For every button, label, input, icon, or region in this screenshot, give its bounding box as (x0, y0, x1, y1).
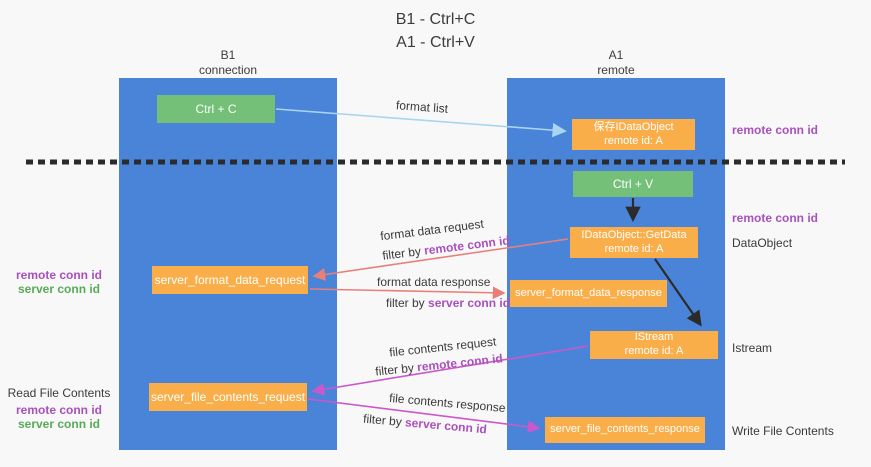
label-filter-file-response-key: server conn id (404, 415, 488, 437)
annotation-istream: Istream (732, 341, 773, 355)
label-filter-format-response: filter by server conn id (386, 296, 510, 310)
box-server-format-data-request-label: server_format_data_request (154, 272, 306, 287)
lane-header-b1: B1 connection (119, 48, 337, 78)
diagram-title-line2: A1 - Ctrl+V (396, 34, 475, 52)
box-save-idataobject-line2: remote id: A (604, 134, 663, 147)
annotation-file-conn-ids: remote conn id server conn id (0, 403, 118, 431)
lane-a1-title: A1 (608, 48, 624, 62)
annotation-left-remote-conn-id-1: remote conn id (15, 268, 102, 282)
annotation-read-file-contents: Read File Contents (7, 386, 111, 400)
box-istream-line1: IStream (634, 331, 674, 344)
diagram-title: B1 - Ctrl+C A1 - Ctrl+V (0, 8, 871, 54)
annotation-dataobject: DataObject (732, 236, 793, 250)
label-filter-file-response: filter by server conn id (363, 412, 488, 437)
box-ctrl-c-label: Ctrl + C (195, 101, 237, 116)
box-ctrl-v-label: Ctrl + V (612, 176, 654, 191)
label-filter-format-response-key: server conn id (428, 296, 511, 310)
annotation-remote-conn-id-mid: remote conn id (732, 211, 819, 225)
box-server-file-contents-response: server_file_contents_response (545, 417, 705, 443)
box-istream: IStream remote id: A (590, 331, 718, 359)
label-format-list: format list (395, 98, 449, 116)
box-idataobject-getdata-line1: IDataObject::GetData (581, 228, 687, 241)
lane-b1-subtitle: connection (198, 63, 258, 77)
annotation-write-file-contents: Write File Contents (732, 424, 834, 438)
label-filter-format-request-prefix: filter by (381, 243, 426, 263)
box-ctrl-c: Ctrl + C (157, 95, 275, 123)
box-server-format-data-request: server_format_data_request (152, 266, 308, 294)
box-server-file-contents-response-label: server_file_contents_response (550, 423, 700, 436)
annotation-left-server-conn-id-2: server conn id (17, 417, 101, 431)
label-format-data-response: format data response (377, 275, 491, 289)
annotation-left-server-conn-id-1: server conn id (17, 282, 101, 296)
arrow-format-data-response (309, 286, 506, 300)
annotation-left-remote-conn-id-2: remote conn id (15, 403, 102, 417)
box-idataobject-getdata: IDataObject::GetData remote id: A (570, 227, 698, 258)
box-server-file-contents-request-label: server_file_contents_request (150, 389, 306, 404)
box-idataobject-getdata-line2: remote id: A (604, 242, 664, 255)
lane-b1-title: B1 (220, 48, 236, 62)
box-istream-line2: remote id: A (624, 345, 684, 357)
box-server-format-data-response: server_format_data_response (510, 280, 667, 307)
label-file-contents-response: file contents response (388, 390, 507, 416)
annotation-remote-conn-id-top: remote conn id (732, 123, 819, 137)
box-save-idataobject-line1: 保存IDataObject (593, 120, 674, 133)
annotation-format-conn-ids: remote conn id server conn id (0, 268, 118, 296)
box-ctrl-v: Ctrl + V (573, 171, 693, 197)
lane-header-a1: A1 remote (507, 48, 725, 78)
label-filter-file-request-prefix: filter by (374, 360, 418, 379)
box-server-format-data-response-label: server_format_data_response (515, 286, 662, 299)
label-filter-file-response-prefix: filter by (362, 411, 406, 430)
label-filter-format-response-prefix: filter by (386, 296, 429, 310)
box-save-idataobject: 保存IDataObject remote id: A (572, 119, 695, 150)
label-filter-format-request-key: remote conn id (423, 233, 511, 258)
box-server-file-contents-request: server_file_contents_request (149, 383, 307, 411)
lane-a1-subtitle: remote (597, 63, 635, 77)
diagram-title-line1: B1 - Ctrl+C (395, 11, 476, 28)
